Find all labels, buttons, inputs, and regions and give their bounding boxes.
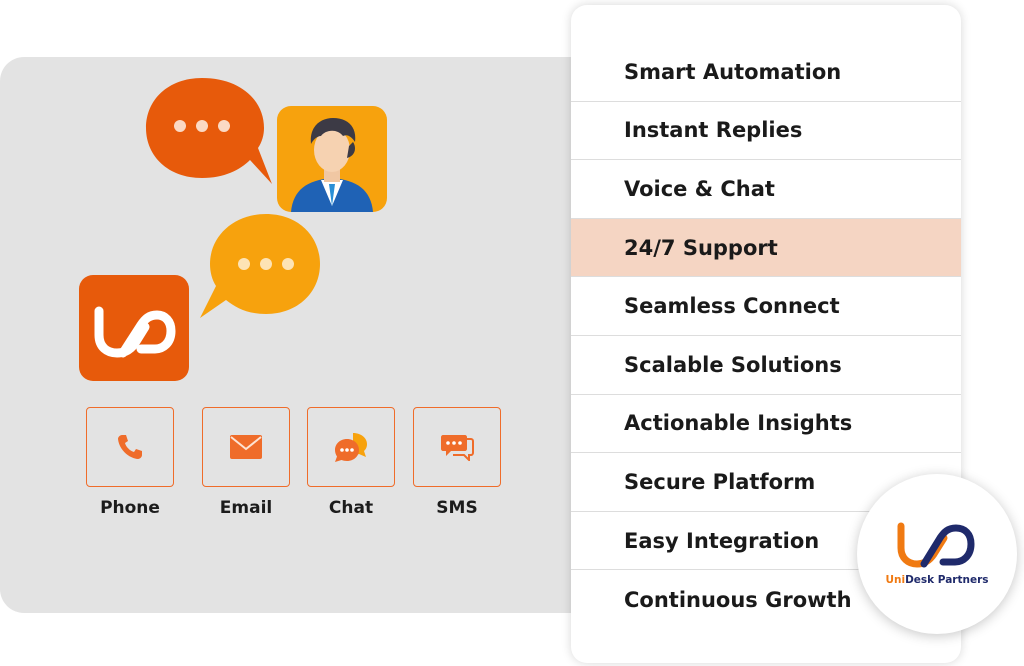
- phone-icon: [118, 435, 142, 459]
- unidesk-logo-icon: [94, 306, 176, 358]
- feature-item-smart-automation: Smart Automation: [571, 43, 961, 102]
- feature-list-card: Smart Automation Instant Replies Voice &…: [571, 5, 961, 663]
- email-channel-button[interactable]: [202, 407, 290, 487]
- speech-bubble-yellow-icon: [200, 214, 320, 318]
- feature-item-continuous-growth: Continuous Growth: [624, 587, 852, 612]
- chat-channel-label: Chat: [328, 498, 374, 518]
- feature-item-actionable-insights: Actionable Insights: [571, 395, 961, 454]
- chat-icon: [335, 433, 367, 462]
- agent-avatar: [277, 106, 387, 212]
- feature-item-scalable-solutions: Scalable Solutions: [571, 336, 961, 395]
- sms-channel-button[interactable]: [413, 407, 501, 487]
- feature-item-easy-integration: Easy Integration: [571, 512, 961, 571]
- feature-item-instant-replies: Instant Replies: [571, 102, 961, 161]
- brand-badge: UniDesk Partners: [857, 474, 1017, 634]
- speech-bubble-orange-icon: [146, 78, 272, 184]
- unidesk-logo-tile: [79, 275, 189, 381]
- feature-list: Smart Automation Instant Replies Voice &…: [571, 5, 961, 629]
- sms-channel-label: SMS: [436, 498, 478, 518]
- feature-item-seamless-connect: Seamless Connect: [571, 277, 961, 336]
- feature-item-voice-chat: Voice & Chat: [571, 160, 961, 219]
- chat-channel-button[interactable]: [307, 407, 395, 487]
- brand-logo-icon: [897, 522, 975, 568]
- phone-channel-button[interactable]: [86, 407, 174, 487]
- phone-channel-label: Phone: [100, 498, 160, 518]
- brand-name: UniDesk Partners: [885, 574, 989, 586]
- email-icon: [230, 435, 262, 459]
- email-channel-label: Email: [219, 498, 273, 518]
- feature-item-secure-platform: Secure Platform: [571, 453, 961, 512]
- agent-avatar-icon: [291, 118, 373, 212]
- feature-item-support: 24/7 Support: [571, 218, 961, 278]
- sms-icon: [441, 435, 474, 461]
